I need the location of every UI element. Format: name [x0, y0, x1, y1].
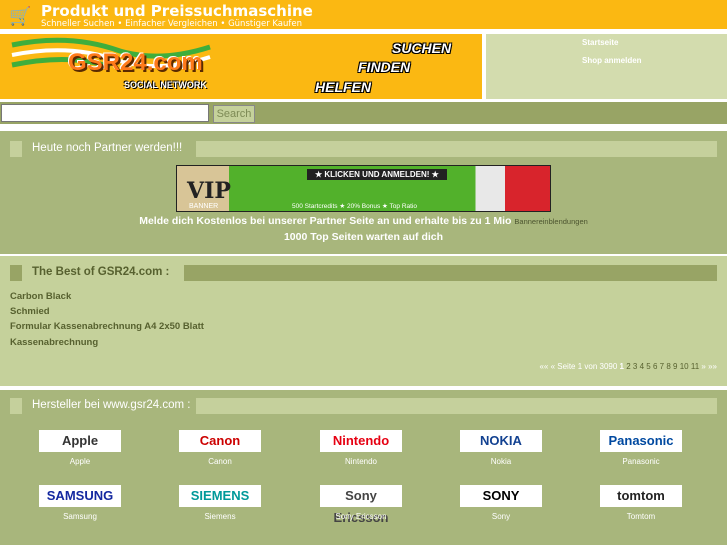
nav-startseite[interactable]: Startseite: [582, 38, 619, 47]
pager-page[interactable]: 7: [659, 362, 665, 371]
slogan-finden: FINDEN: [358, 59, 411, 75]
best-item[interactable]: Carbon Black: [10, 291, 72, 302]
partner-message-small: Bannereinblendungen: [514, 217, 588, 226]
brand-name[interactable]: Siemens: [204, 512, 236, 521]
section-bar: [196, 398, 717, 414]
search-button[interactable]: Search: [213, 105, 255, 123]
brands-heading: Hersteller bei www.gsr24.com :: [32, 399, 191, 411]
pager-page[interactable]: 8: [666, 362, 671, 371]
section-bar: [184, 265, 717, 281]
pager-prev[interactable]: «« «: [539, 362, 556, 371]
ad-perks: 500 Startcredits ★ 20% Bonus ★ Top Ratio: [292, 203, 417, 210]
brand-siemens[interactable]: SIEMENS Siemens: [179, 485, 261, 521]
brand-sony[interactable]: SONY Sony: [460, 485, 542, 521]
brand-name[interactable]: Panasonic: [622, 457, 660, 466]
brand-logo[interactable]: Canon: [179, 430, 261, 452]
pager-page[interactable]: 4: [639, 362, 645, 371]
brand-name[interactable]: Canon: [208, 457, 232, 466]
partner-heading: Heute noch Partner werden!!!: [32, 142, 183, 154]
brand-nokia[interactable]: NOKIA Nokia: [460, 430, 542, 466]
slogan-helfen: HELFEN: [315, 79, 371, 95]
section-marker: [10, 265, 22, 281]
top-nav: Startseite Shop anmelden: [486, 34, 727, 99]
nav-shop-anmelden[interactable]: Shop anmelden: [582, 56, 642, 65]
top-header: 🛒 Produkt und Preissuchmaschine Schnelle…: [0, 0, 727, 31]
pager-current: 1: [619, 362, 624, 371]
brand-logo[interactable]: tomtom: [600, 485, 682, 507]
brand-logo[interactable]: Apple: [39, 430, 121, 452]
slogan-suchen: SUCHEN: [392, 40, 452, 56]
brand-name[interactable]: Tomtom: [626, 512, 656, 521]
section-marker: [10, 141, 22, 157]
vip-banner-ad[interactable]: VIP BANNER ★ KLICKEN UND ANMELDEN! ★ 500…: [176, 165, 551, 212]
best-item[interactable]: Schmied: [10, 306, 50, 317]
brand-name[interactable]: Sony: [491, 512, 511, 521]
brand-logo[interactable]: NOKIA: [460, 430, 542, 452]
partner-section: Heute noch Partner werden!!! VIP BANNER …: [0, 131, 727, 254]
brand-logo[interactable]: Sony Ericsson: [320, 485, 402, 525]
pager-info: Seite 1 von 3090: [557, 362, 618, 371]
brand-logo[interactable]: Panasonic: [600, 430, 682, 452]
cart-icon: 🛒: [9, 6, 32, 26]
pager-page[interactable]: 2: [626, 362, 631, 371]
site-title: Produkt und Preissuchmaschine: [41, 2, 313, 20]
logo-text: GSR24.com: [68, 49, 203, 76]
section-marker: [10, 398, 22, 414]
search-bar: Search: [0, 102, 727, 126]
pager-page[interactable]: 3: [632, 362, 638, 371]
section-header: The Best of GSR24.com :: [10, 265, 717, 281]
ad-banner-text: BANNER: [189, 203, 219, 210]
partner-message: Melde dich Kostenlos bei unserer Partner…: [0, 215, 727, 227]
logo-banner: GSR24.com SOCIAL NETWORK SUCHEN FINDEN H…: [0, 34, 482, 99]
best-item[interactable]: Kassenabrechnung: [10, 337, 99, 348]
search-input[interactable]: [1, 104, 209, 122]
brand-name[interactable]: Samsung: [63, 512, 97, 521]
brand-logo[interactable]: SIEMENS: [179, 485, 261, 507]
section-header: Heute noch Partner werden!!!: [10, 141, 717, 157]
logo-tagline: SOCIAL NETWORK: [124, 80, 207, 90]
pager-page[interactable]: 6: [652, 362, 658, 371]
pager-page[interactable]: 5: [646, 362, 651, 371]
brand-logo[interactable]: Nintendo: [320, 430, 402, 452]
brand-name[interactable]: Sony Ericsson: [335, 512, 387, 521]
brand-name[interactable]: Apple: [69, 457, 91, 466]
brand-name[interactable]: Nokia: [490, 457, 512, 466]
brand-logo[interactable]: SONY: [460, 485, 542, 507]
best-item[interactable]: Formular Kassenabrechnung A4 2x50 Blatt: [10, 321, 204, 332]
logo-swoosh-icon: [11, 37, 211, 70]
brand-logo[interactable]: SAMSUNG: [39, 485, 121, 507]
pager-page[interactable]: 11: [690, 362, 700, 371]
ad-vip-text: VIP: [187, 178, 231, 204]
section-bar: [196, 141, 717, 157]
partner-message-2: 1000 Top Seiten warten auf dich: [283, 231, 444, 243]
best-heading: The Best of GSR24.com :: [32, 266, 170, 278]
site-subtitle: Schneller Suchen • Einfacher Vergleichen…: [41, 19, 303, 29]
best-of-section: The Best of GSR24.com : Carbon Black Sch…: [0, 256, 727, 386]
ad-cta: ★ KLICKEN UND ANMELDEN! ★: [307, 169, 447, 180]
partner-message-text: Melde dich Kostenlos bei unserer Partner…: [139, 215, 512, 227]
gsr24-logo[interactable]: GSR24.com SOCIAL NETWORK: [10, 37, 250, 95]
pager-page[interactable]: 10: [679, 362, 689, 371]
section-header: Hersteller bei www.gsr24.com :: [10, 398, 717, 414]
brand-name[interactable]: Nintendo: [344, 457, 378, 466]
pager-page[interactable]: 9: [673, 362, 678, 371]
pagination: «« « Seite 1 von 3090 1 2 3 4 5 6 7 8 9 …: [539, 362, 717, 371]
brand-samsung[interactable]: SAMSUNG Samsung: [39, 485, 121, 521]
pager-next[interactable]: » »»: [701, 362, 717, 371]
